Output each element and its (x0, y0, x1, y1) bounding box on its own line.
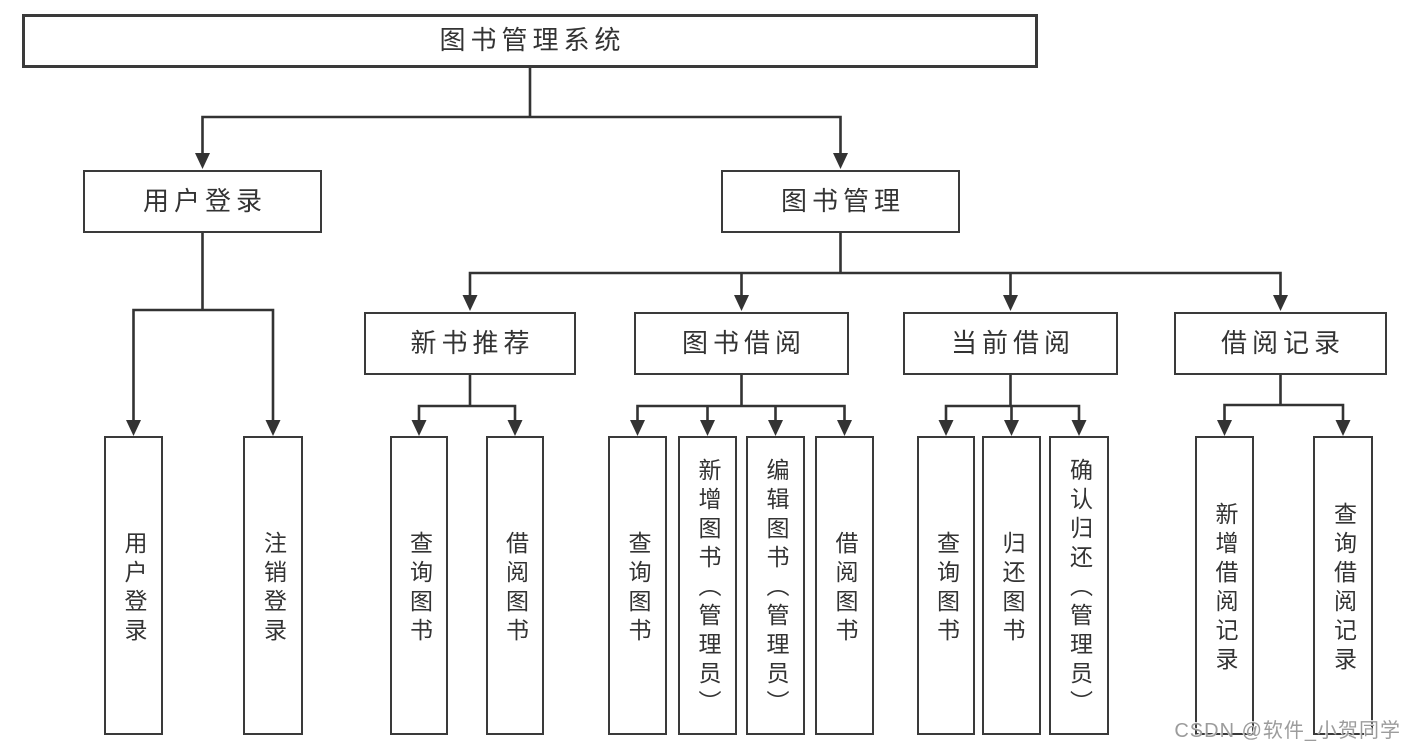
arrowhead (938, 420, 954, 436)
leaf-edit-books-admin: 编辑图书（管理员） (746, 436, 805, 735)
node-book-management: 图书管理 (721, 170, 960, 233)
leaf-label: 借阅图书 (832, 530, 858, 647)
node-label: 新书推荐 (410, 327, 535, 358)
leaf-label: 查询图书 (625, 530, 651, 647)
node-user-login: 用户登录 (83, 170, 322, 233)
connector-borrowing-records-to-leaves (1217, 373, 1351, 436)
arrowhead (630, 420, 645, 436)
node-borrowing-records: 借阅记录 (1174, 312, 1387, 375)
leaf-borrow-books-2: 借阅图书 (815, 436, 874, 735)
arrowhead (265, 420, 281, 436)
arrowhead (734, 295, 749, 311)
leaf-label: 确认归还（管理员） (1066, 458, 1093, 719)
leaf-query-borrow-record: 查询借阅记录 (1313, 436, 1373, 735)
arrowhead (1273, 295, 1288, 311)
leaf-user-login: 用户登录 (104, 436, 163, 735)
connector-current-borrowing-to-leaves (938, 373, 1087, 436)
leaf-query-books-1: 查询图书 (390, 436, 448, 735)
watermark: CSDN @软件_小贺同学 (1174, 720, 1401, 742)
leaf-borrow-books-1: 借阅图书 (486, 436, 544, 735)
node-label: 图书管理 (780, 185, 905, 216)
leaf-return-books: 归还图书 (982, 436, 1041, 735)
leaf-label: 查询借阅记录 (1330, 501, 1357, 676)
arrowhead (1071, 420, 1087, 436)
node-label: 当前借阅 (950, 327, 1075, 358)
arrowhead (507, 420, 523, 436)
leaf-label: 归还图书 (999, 530, 1025, 647)
leaf-confirm-return-admin: 确认归还（管理员） (1049, 436, 1109, 735)
connector-root-to-level2 (195, 66, 848, 169)
leaf-label: 用户登录 (121, 530, 147, 647)
leaf-label: 注销登录 (260, 530, 287, 647)
arrowhead (1004, 420, 1019, 436)
connector-new-book-recommend-to-leaves (411, 373, 523, 436)
node-current-borrowing: 当前借阅 (903, 312, 1118, 375)
node-label: 用户登录 (142, 185, 267, 216)
arrowhead (768, 420, 783, 436)
leaf-label: 新增图书（管理员） (695, 458, 721, 719)
node-new-book-recommend: 新书推荐 (364, 312, 576, 375)
node-label: 图书借阅 (681, 327, 806, 358)
arrowhead (700, 420, 715, 436)
leaf-add-borrow-record: 新增借阅记录 (1195, 436, 1254, 735)
node-label: 借阅记录 (1220, 327, 1345, 358)
leaf-query-books-3: 查询图书 (917, 436, 975, 735)
connector-user-login-to-leaves (126, 231, 281, 436)
arrowhead (411, 420, 427, 436)
arrowhead (126, 420, 141, 436)
leaf-label: 新增借阅记录 (1212, 501, 1238, 676)
leaf-label: 查询图书 (406, 530, 433, 647)
arrowhead (1335, 420, 1351, 436)
node-label: 图书管理系统 (439, 25, 626, 56)
connector-book-borrowing-to-leaves (630, 373, 852, 436)
leaf-label: 编辑图书（管理员） (763, 458, 789, 719)
connector-book-management-to-level3 (462, 231, 1288, 311)
leaf-label: 借阅图书 (502, 530, 529, 647)
arrowhead (195, 153, 210, 169)
leaf-logout: 注销登录 (243, 436, 303, 735)
leaf-label: 查询图书 (933, 530, 960, 647)
node-library-management-system: 图书管理系统 (22, 14, 1038, 68)
leaf-query-books-2: 查询图书 (608, 436, 667, 735)
arrowhead (837, 420, 852, 436)
arrowhead (833, 153, 848, 169)
node-book-borrowing: 图书借阅 (634, 312, 849, 375)
arrowhead (1217, 420, 1232, 436)
leaf-add-books-admin: 新增图书（管理员） (678, 436, 737, 735)
arrowhead (462, 295, 478, 311)
arrowhead (1003, 295, 1018, 311)
